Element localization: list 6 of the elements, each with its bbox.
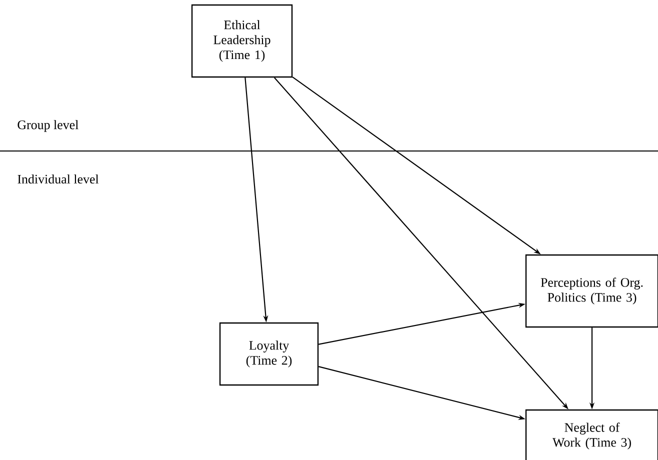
process-box: Loyalty (Time 2)	[219, 322, 319, 386]
level-label: Group level	[18, 120, 78, 132]
process-box: Neglect of Work (Time 3)	[525, 409, 658, 460]
process-box: Perceptions of Org. Politics (Time 3)	[525, 254, 658, 328]
level-label: Individual level	[18, 174, 99, 184]
process-box: Ethical Leadership (Time 1)	[191, 4, 293, 78]
